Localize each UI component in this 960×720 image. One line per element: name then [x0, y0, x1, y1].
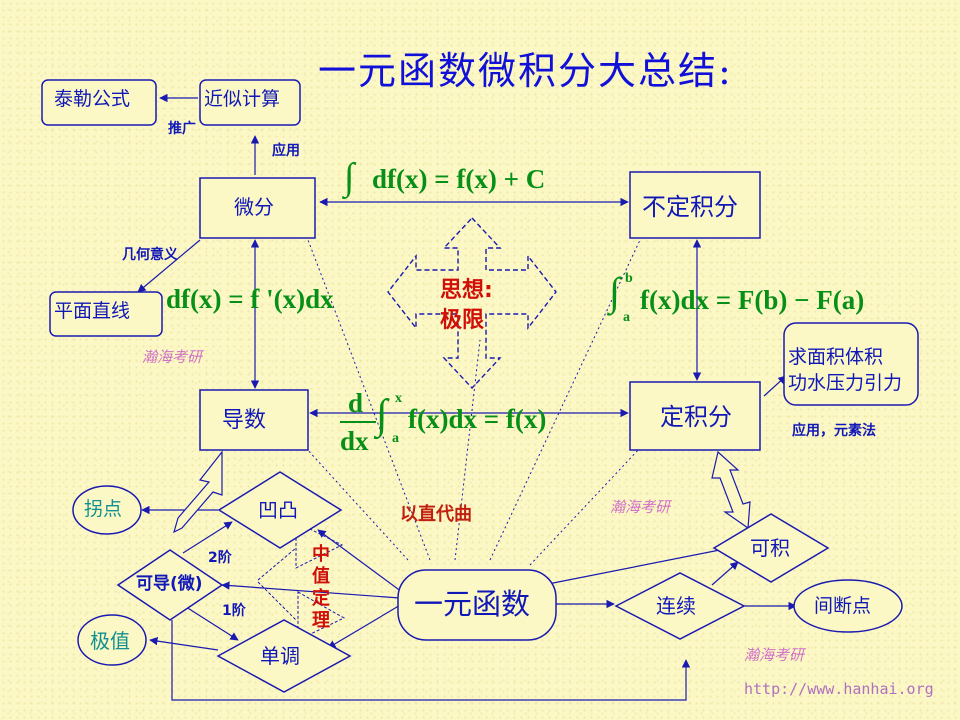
node-differential-box	[199, 177, 316, 239]
watermark-1: 瀚海考研	[142, 348, 203, 366]
edge-label-geometric: 几何意义	[122, 247, 178, 263]
formula-newton-leibniz: f(x)dx = F(b) − F(a)	[640, 285, 865, 315]
edge-label-second-order: 2阶	[208, 550, 232, 566]
arrow-func-convex	[317, 529, 403, 593]
arrow-def-area	[763, 375, 787, 397]
mvt-char-1: 中	[312, 544, 330, 565]
indefinite-integral-sign: ∫	[344, 156, 355, 198]
deriv-upper-limit: x	[395, 391, 402, 406]
node-area-line2: 功水压力引力	[788, 372, 903, 394]
watermark-2: 瀚海考研	[610, 498, 671, 516]
node-extremum: 极值	[90, 629, 130, 653]
deriv-fraction-bar	[340, 421, 376, 423]
center-limit: 极限	[440, 308, 485, 333]
mvt-arrows	[257, 521, 346, 641]
arrow-diffable-mono	[182, 604, 239, 641]
node-inflection: 拐点	[84, 498, 123, 520]
arrow-mono-extremum	[149, 636, 219, 651]
node-continuous-diamond	[614, 572, 746, 640]
node-function-box	[397, 569, 557, 641]
page-title: 一元函数微积分大总结:	[318, 49, 733, 93]
hollow-arrow-left	[173, 450, 223, 534]
node-derivative: 导数	[222, 408, 267, 433]
arrow-diff-plane	[137, 239, 201, 293]
node-plane-line-box	[49, 291, 163, 337]
formula-differential: df(x) = f '(x)dx	[166, 284, 334, 314]
deriv-numerator: d	[348, 388, 364, 418]
node-convexity-diamond	[217, 471, 343, 549]
node-inflection-ellipse	[72, 485, 142, 535]
mvt-char-2: 值	[312, 566, 330, 587]
edge-label-generalize: 推广	[168, 121, 196, 137]
node-differentiable-diamond	[116, 549, 224, 621]
node-derivative-box	[199, 389, 309, 451]
mvt-char-4: 理	[312, 610, 330, 631]
edge-label-straight-for-curve: 以直代曲	[400, 504, 472, 525]
formula-deriv-integral: f(x)dx = f(x)	[408, 404, 547, 434]
node-discontinuity-ellipse	[793, 579, 903, 633]
arrow-bottom-loop	[171, 620, 691, 701]
node-approx: 近似计算	[204, 88, 281, 110]
node-function: 一元函数	[414, 587, 531, 621]
site-url: http://www.hanhai.org	[744, 680, 934, 698]
node-plane-line: 平面直线	[54, 300, 131, 322]
edge-label-first-order: 1阶	[222, 603, 246, 619]
nl-lower-limit: a	[623, 310, 630, 325]
node-area-line1: 求面积体积	[788, 346, 884, 368]
node-differentiable: 可导(微)	[136, 574, 203, 594]
hollow-arrow-right	[711, 450, 751, 530]
limit-cross-arrow	[387, 216, 557, 390]
edge-label-apply-element: 应用，元素法	[792, 423, 876, 439]
node-discontinuity: 间断点	[814, 595, 872, 617]
node-monotonic-diamond	[216, 619, 352, 693]
nl-integral-sign: ∫	[609, 269, 620, 314]
arrow-cont-integ	[711, 561, 739, 586]
node-approx-box	[199, 79, 301, 126]
watermark-3: 瀚海考研	[744, 646, 805, 664]
arrow-func-mono	[327, 603, 403, 649]
nodes	[41, 79, 919, 693]
node-monotonic: 单调	[260, 644, 300, 668]
arrow-func-integ	[547, 543, 741, 585]
dotted-rays	[305, 239, 641, 566]
deriv-integral-sign: ∫	[376, 392, 388, 438]
deriv-lower-limit: a	[392, 431, 399, 446]
node-convexity: 凹凸	[258, 498, 298, 522]
node-differential: 微分	[234, 195, 274, 219]
node-indefinite: 不定积分	[642, 193, 738, 221]
node-definite-box	[629, 381, 761, 451]
arrow-diffable-convex	[182, 521, 233, 554]
node-extremum-ellipse	[77, 614, 147, 666]
node-integrable-diamond	[712, 513, 830, 583]
mvt-char-3: 定	[312, 588, 330, 609]
node-continuous: 连续	[656, 594, 696, 618]
nl-upper-limit: b	[625, 271, 633, 286]
node-area-box	[783, 322, 919, 406]
formula-indefinite: df(x) = f(x) + C	[372, 164, 546, 194]
edge-label-apply: 应用	[272, 143, 300, 159]
node-taylor: 泰勒公式	[54, 88, 131, 110]
node-definite: 定积分	[660, 403, 732, 431]
center-idea: 思想:	[440, 278, 493, 303]
node-indefinite-box	[629, 171, 761, 239]
deriv-denominator: dx	[340, 426, 369, 456]
node-integrable: 可积	[750, 536, 790, 560]
node-taylor-box	[41, 79, 157, 126]
arrow-func-diffable	[221, 581, 401, 599]
